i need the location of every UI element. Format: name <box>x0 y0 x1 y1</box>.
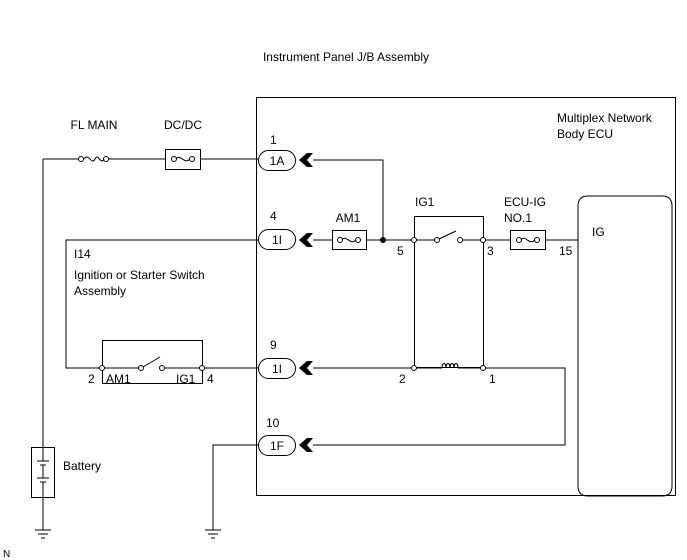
relay-pin-3: 3 <box>487 244 494 258</box>
diagram-title: Instrument Panel J/B Assembly <box>263 50 429 64</box>
wire-1i-to-switch <box>65 239 258 369</box>
connector-1i-mid-arrow <box>299 361 313 375</box>
corner-mark: N <box>3 549 10 560</box>
connector-1a <box>258 150 296 171</box>
connector-1f <box>258 435 296 456</box>
splice-node <box>380 237 386 243</box>
connector-1i-mid <box>258 358 296 379</box>
ecu-name-line2: Body ECU <box>557 127 613 141</box>
connector-1-pin: 1 <box>270 133 277 147</box>
am1-fuse-icon <box>332 230 367 250</box>
relay-pin-5-dot <box>411 237 417 243</box>
switch-pin-4-dot <box>199 365 205 371</box>
ig1-relay-box <box>414 216 484 368</box>
fl-main-label: FL MAIN <box>71 118 118 132</box>
fl-main-fuse-icon <box>78 156 109 162</box>
ecu-pin-15: 15 <box>559 244 573 258</box>
relay-pin-1-dot <box>480 365 486 371</box>
battery-label: Battery <box>63 459 101 473</box>
switch-am1-label: AM1 <box>106 372 131 386</box>
ground-icon-left <box>35 529 51 539</box>
connector-2-pin: 4 <box>270 209 277 223</box>
connector-1a-arrow <box>299 153 313 167</box>
relay-label: IG1 <box>415 195 435 209</box>
ecu-name-line1: Multiplex Network <box>557 111 653 125</box>
ignition-switch-box <box>102 340 203 384</box>
switch-name-line1: Ignition or Starter Switch <box>74 268 205 282</box>
connector-3-code: 1I <box>272 362 282 376</box>
wire-1a-to-am1-node <box>313 159 384 240</box>
connector-1-code: 1A <box>270 154 285 168</box>
dc-dc-fuse-icon <box>165 149 201 170</box>
switch-ig1-label: IG1 <box>176 372 196 386</box>
relay-coil-icon <box>414 363 483 369</box>
connector-2-code: 1I <box>272 233 282 247</box>
wire-1f-to-ground <box>212 444 258 530</box>
connector-3-pin: 9 <box>270 338 277 352</box>
switch-contact-icon <box>102 356 202 371</box>
connector-4-pin: 10 <box>266 416 280 430</box>
ecu-terminal-ig: IG <box>592 225 605 239</box>
switch-ref: I14 <box>74 247 91 261</box>
switch-pin-2: 2 <box>88 372 95 386</box>
relay-pin-3-dot <box>480 237 486 243</box>
ground-icon-right <box>205 529 221 539</box>
ecu-ig-fuse-icon <box>510 230 546 250</box>
dc-dc-label: DC/DC <box>164 118 202 132</box>
ecu-ig-fuse-label-2: NO.1 <box>504 211 532 225</box>
switch-pin-4: 4 <box>207 372 214 386</box>
relay-pin-2: 2 <box>399 372 406 386</box>
relay-pin-1: 1 <box>489 372 496 386</box>
connector-1i-top <box>258 229 296 250</box>
relay-pin-5: 5 <box>397 244 404 258</box>
jb-assembly-outline <box>256 97 676 496</box>
ecu-box <box>577 195 673 497</box>
connector-1i-top-arrow <box>299 233 313 247</box>
ecu-ig-fuse-label-1: ECU-IG <box>504 195 546 209</box>
switch-pin-2-dot <box>99 365 105 371</box>
am1-fuse-label: AM1 <box>336 211 361 225</box>
relay-switch-contact <box>434 230 463 243</box>
relay-pin-2-dot <box>411 365 417 371</box>
switch-name-line2: Assembly <box>74 284 126 298</box>
connector-1f-arrow <box>299 438 313 452</box>
battery-icon <box>37 452 49 497</box>
wire-coil-to-1f <box>313 367 566 446</box>
connector-4-code: 1F <box>270 439 284 453</box>
